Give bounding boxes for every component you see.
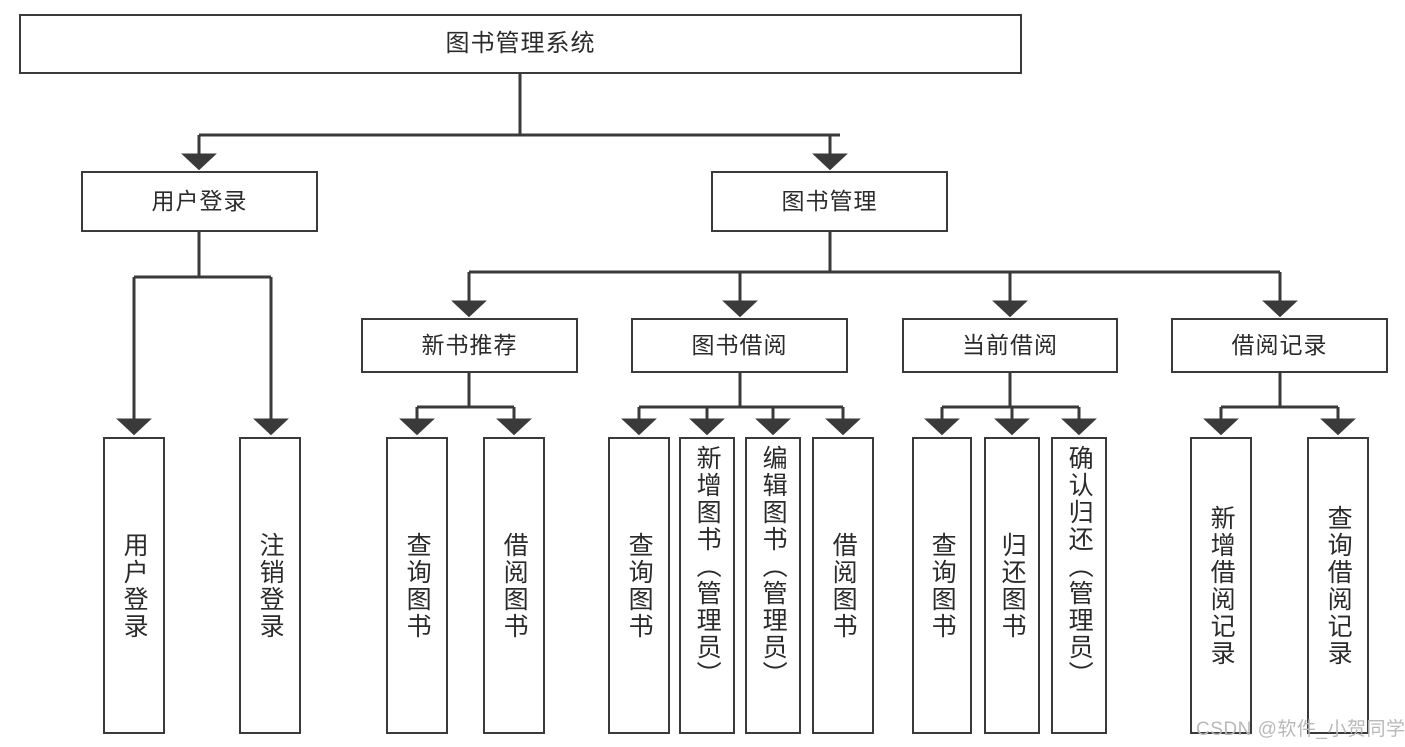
node-borrow-record[interactable]: 借阅记录 xyxy=(1171,318,1388,373)
node-leaf-query-book-3-label: 查询图书 xyxy=(928,531,957,640)
node-leaf-query-book-2[interactable]: 查询图书 xyxy=(608,437,670,734)
node-current-borrow[interactable]: 当前借阅 xyxy=(902,318,1118,373)
node-root-label: 图书管理系统 xyxy=(445,29,596,57)
node-leaf-query-book-3[interactable]: 查询图书 xyxy=(912,437,972,734)
node-root[interactable]: 图书管理系统 xyxy=(19,14,1022,74)
node-leaf-borrow-book-2-label: 借阅图书 xyxy=(829,531,858,640)
node-leaf-add-book[interactable]: 新增图书（管理员） xyxy=(679,437,735,734)
node-user-login-label: 用户登录 xyxy=(151,187,248,214)
node-leaf-query-record-label: 查询借阅记录 xyxy=(1324,504,1353,667)
node-leaf-user-login[interactable]: 用户登录 xyxy=(103,437,165,734)
node-leaf-edit-book[interactable]: 编辑图书（管理员） xyxy=(745,437,801,734)
node-leaf-query-book-1[interactable]: 查询图书 xyxy=(386,437,448,734)
node-book-borrow-label: 图书借阅 xyxy=(691,331,788,358)
node-leaf-add-record-label: 新增借阅记录 xyxy=(1207,504,1236,667)
node-leaf-user-login-label: 用户登录 xyxy=(120,531,149,640)
node-borrow-record-label: 借阅记录 xyxy=(1231,331,1328,358)
node-leaf-confirm-return-label: 确认归还（管理员） xyxy=(1065,445,1094,688)
node-leaf-query-book-1-label: 查询图书 xyxy=(403,531,432,640)
node-leaf-add-record[interactable]: 新增借阅记录 xyxy=(1190,437,1252,734)
node-book-manage[interactable]: 图书管理 xyxy=(711,171,948,232)
node-leaf-return-book-label: 归还图书 xyxy=(998,531,1027,640)
node-new-book-recommend[interactable]: 新书推荐 xyxy=(361,318,578,373)
node-leaf-logout-label: 注销登录 xyxy=(256,531,285,640)
node-leaf-add-book-label: 新增图书（管理员） xyxy=(693,445,722,688)
node-leaf-edit-book-label: 编辑图书（管理员） xyxy=(759,445,788,688)
node-leaf-borrow-book-2[interactable]: 借阅图书 xyxy=(812,437,874,734)
node-book-borrow[interactable]: 图书借阅 xyxy=(631,318,848,373)
node-leaf-query-record[interactable]: 查询借阅记录 xyxy=(1307,437,1369,734)
node-leaf-confirm-return[interactable]: 确认归还（管理员） xyxy=(1051,437,1107,734)
node-leaf-borrow-book-1-label: 借阅图书 xyxy=(500,531,529,640)
node-current-borrow-label: 当前借阅 xyxy=(962,331,1058,358)
node-user-login[interactable]: 用户登录 xyxy=(81,171,318,232)
node-leaf-return-book[interactable]: 归还图书 xyxy=(984,437,1040,734)
csdn-watermark: CSDN @软件_小贺同学 xyxy=(1196,719,1405,740)
node-leaf-borrow-book-1[interactable]: 借阅图书 xyxy=(483,437,545,734)
node-leaf-logout[interactable]: 注销登录 xyxy=(239,437,301,734)
node-book-manage-label: 图书管理 xyxy=(781,187,878,214)
node-new-book-recommend-label: 新书推荐 xyxy=(421,331,518,358)
node-leaf-query-book-2-label: 查询图书 xyxy=(625,531,654,640)
